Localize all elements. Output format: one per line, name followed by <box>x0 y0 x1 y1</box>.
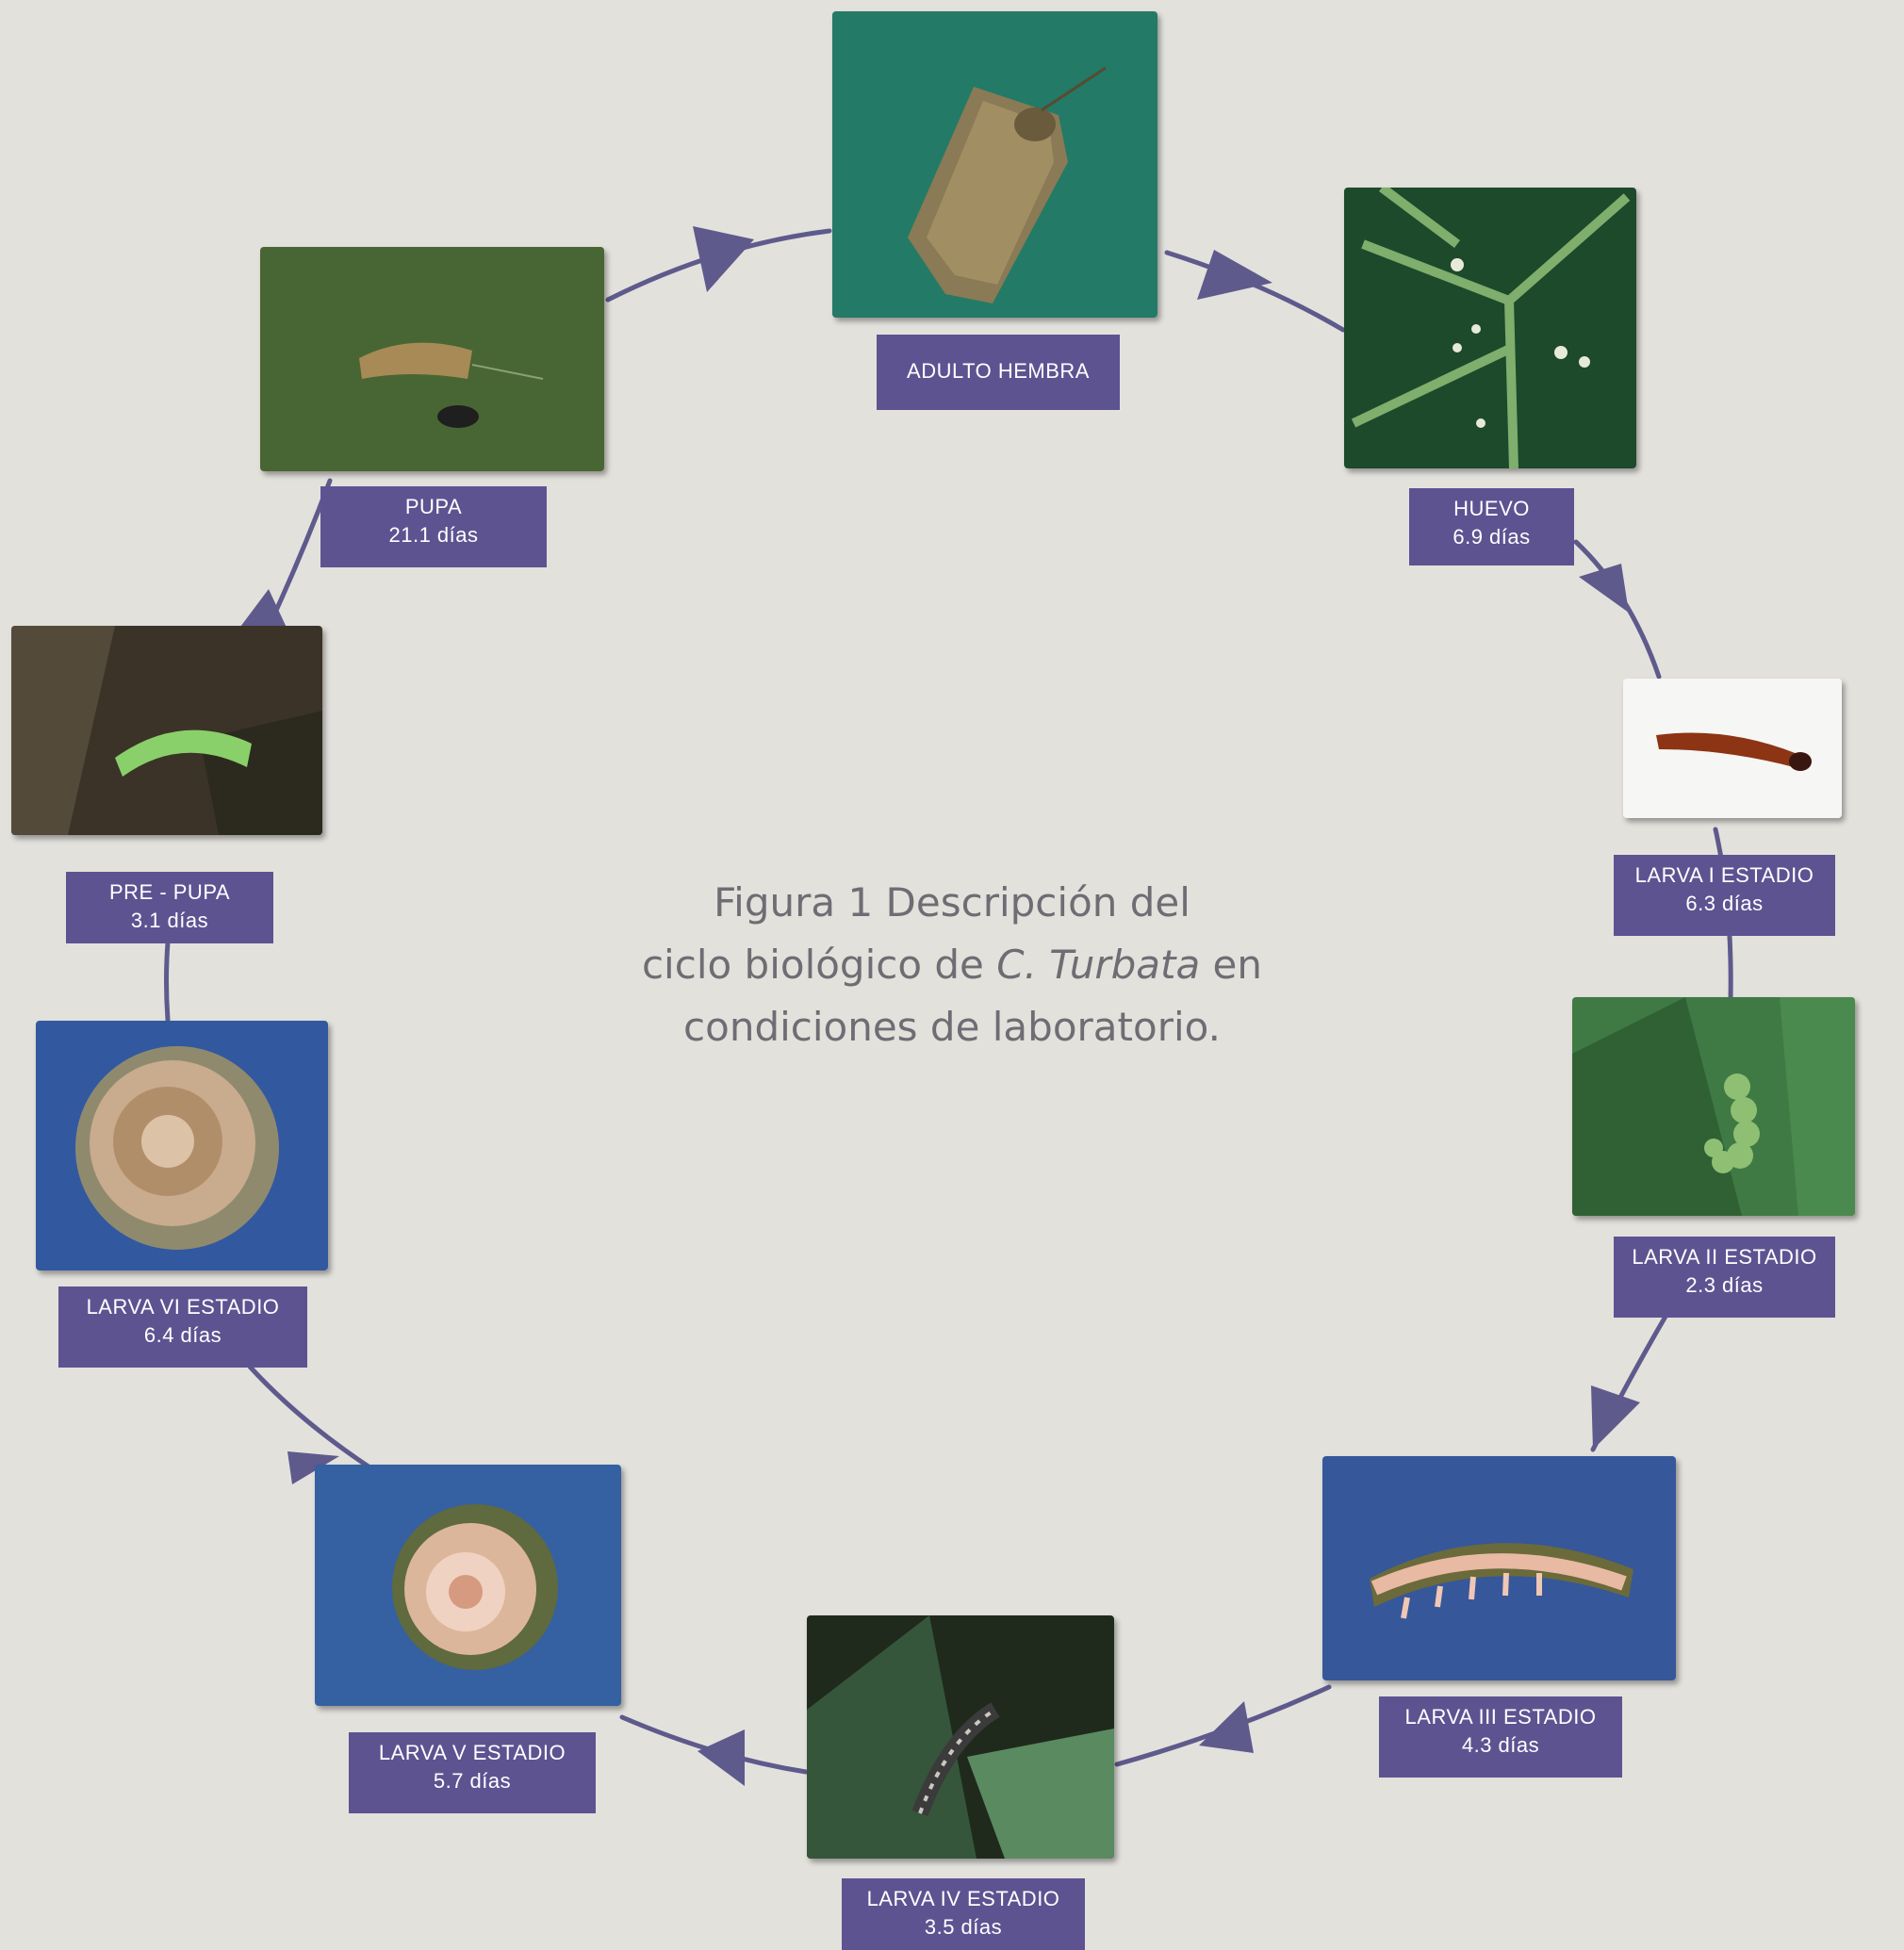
stage-name: LARVA I ESTADIO <box>1619 861 1830 890</box>
arrowhead-larva3-to-larva4 <box>1199 1701 1254 1753</box>
arrow-adulto-to-huevo-line <box>1167 253 1343 330</box>
caption-line-2a: ciclo biológico de <box>642 942 996 988</box>
caption-line-2: ciclo biológico de C. Turbata en <box>603 934 1301 996</box>
stage-name: LARVA II ESTADIO <box>1619 1243 1830 1271</box>
stage-name: LARVA IV ESTADIO <box>847 1885 1079 1913</box>
stage-duration: 21.1 días <box>326 521 541 549</box>
label-larva-i: LARVA I ESTADIO 6.3 días <box>1614 855 1835 936</box>
caption-line-3: condiciones de laboratorio. <box>603 996 1301 1058</box>
label-adulto-hembra: ADULTO HEMBRA <box>877 335 1120 410</box>
stage-name: HUEVO <box>1415 495 1568 523</box>
stage-duration: 5.7 días <box>354 1767 590 1795</box>
stage-duration: 4.3 días <box>1385 1731 1617 1760</box>
photo-adulto-hembra <box>832 11 1157 318</box>
stage-name: ADULTO HEMBRA <box>882 341 1114 401</box>
arrowhead-larva2-to-larva3 <box>1591 1385 1640 1450</box>
caption-line-2b: en <box>1200 942 1262 988</box>
stage-duration: 6.9 días <box>1415 523 1568 551</box>
stage-name: LARVA V ESTADIO <box>354 1739 590 1767</box>
photo-larva-ii <box>1572 997 1855 1216</box>
arrowhead-larva4-to-larva5 <box>698 1729 745 1786</box>
photo-larva-iii <box>1322 1456 1676 1680</box>
arrowhead-prepupa-to-pupa <box>240 589 287 630</box>
label-larva-iii: LARVA III ESTADIO 4.3 días <box>1379 1696 1622 1778</box>
arrowhead-pupa-to-adulto <box>693 226 754 292</box>
label-larva-ii: LARVA II ESTADIO 2.3 días <box>1614 1237 1835 1318</box>
species-name: C. Turbata <box>996 942 1200 988</box>
label-larva-vi: LARVA VI ESTADIO 6.4 días <box>58 1286 307 1368</box>
arrowhead-adulto-to-huevo <box>1197 250 1272 300</box>
stage-duration: 2.3 días <box>1619 1271 1830 1300</box>
photo-larva-v <box>315 1465 621 1706</box>
photo-huevo <box>1344 188 1636 468</box>
photo-pupa <box>260 247 604 471</box>
stage-name: LARVA III ESTADIO <box>1385 1703 1617 1731</box>
label-pre-pupa: PRE - PUPA 3.1 días <box>66 872 273 943</box>
label-larva-v: LARVA V ESTADIO 5.7 días <box>349 1732 596 1813</box>
arrow-huevo-to-larva1-line <box>1576 542 1659 677</box>
caption-line-1: Figura 1 Descripción del <box>603 872 1301 934</box>
label-larva-iv: LARVA IV ESTADIO 3.5 días <box>842 1878 1085 1950</box>
photo-larva-vi <box>36 1021 328 1270</box>
stage-duration: 3.1 días <box>72 907 268 935</box>
arrow-larva6-to-prepupa-line <box>167 942 169 1020</box>
arrowhead-huevo-to-larva1 <box>1579 564 1629 613</box>
stage-duration: 6.3 días <box>1619 890 1830 918</box>
photo-larva-i <box>1623 679 1842 818</box>
stage-name: LARVA VI ESTADIO <box>64 1293 302 1321</box>
stage-name: PRE - PUPA <box>72 878 268 907</box>
label-huevo: HUEVO 6.9 días <box>1409 488 1574 565</box>
label-pupa: PUPA 21.1 días <box>320 486 547 567</box>
figure-caption: Figura 1 Descripción del ciclo biológico… <box>603 872 1301 1058</box>
curled-larva-icon <box>75 1046 279 1250</box>
curled-larva-icon <box>392 1504 558 1670</box>
stage-duration: 3.5 días <box>847 1913 1079 1942</box>
stage-name: PUPA <box>326 493 541 521</box>
photo-pre-pupa <box>11 626 322 835</box>
photo-larva-iv <box>807 1615 1114 1859</box>
stage-duration: 6.4 días <box>64 1321 302 1350</box>
